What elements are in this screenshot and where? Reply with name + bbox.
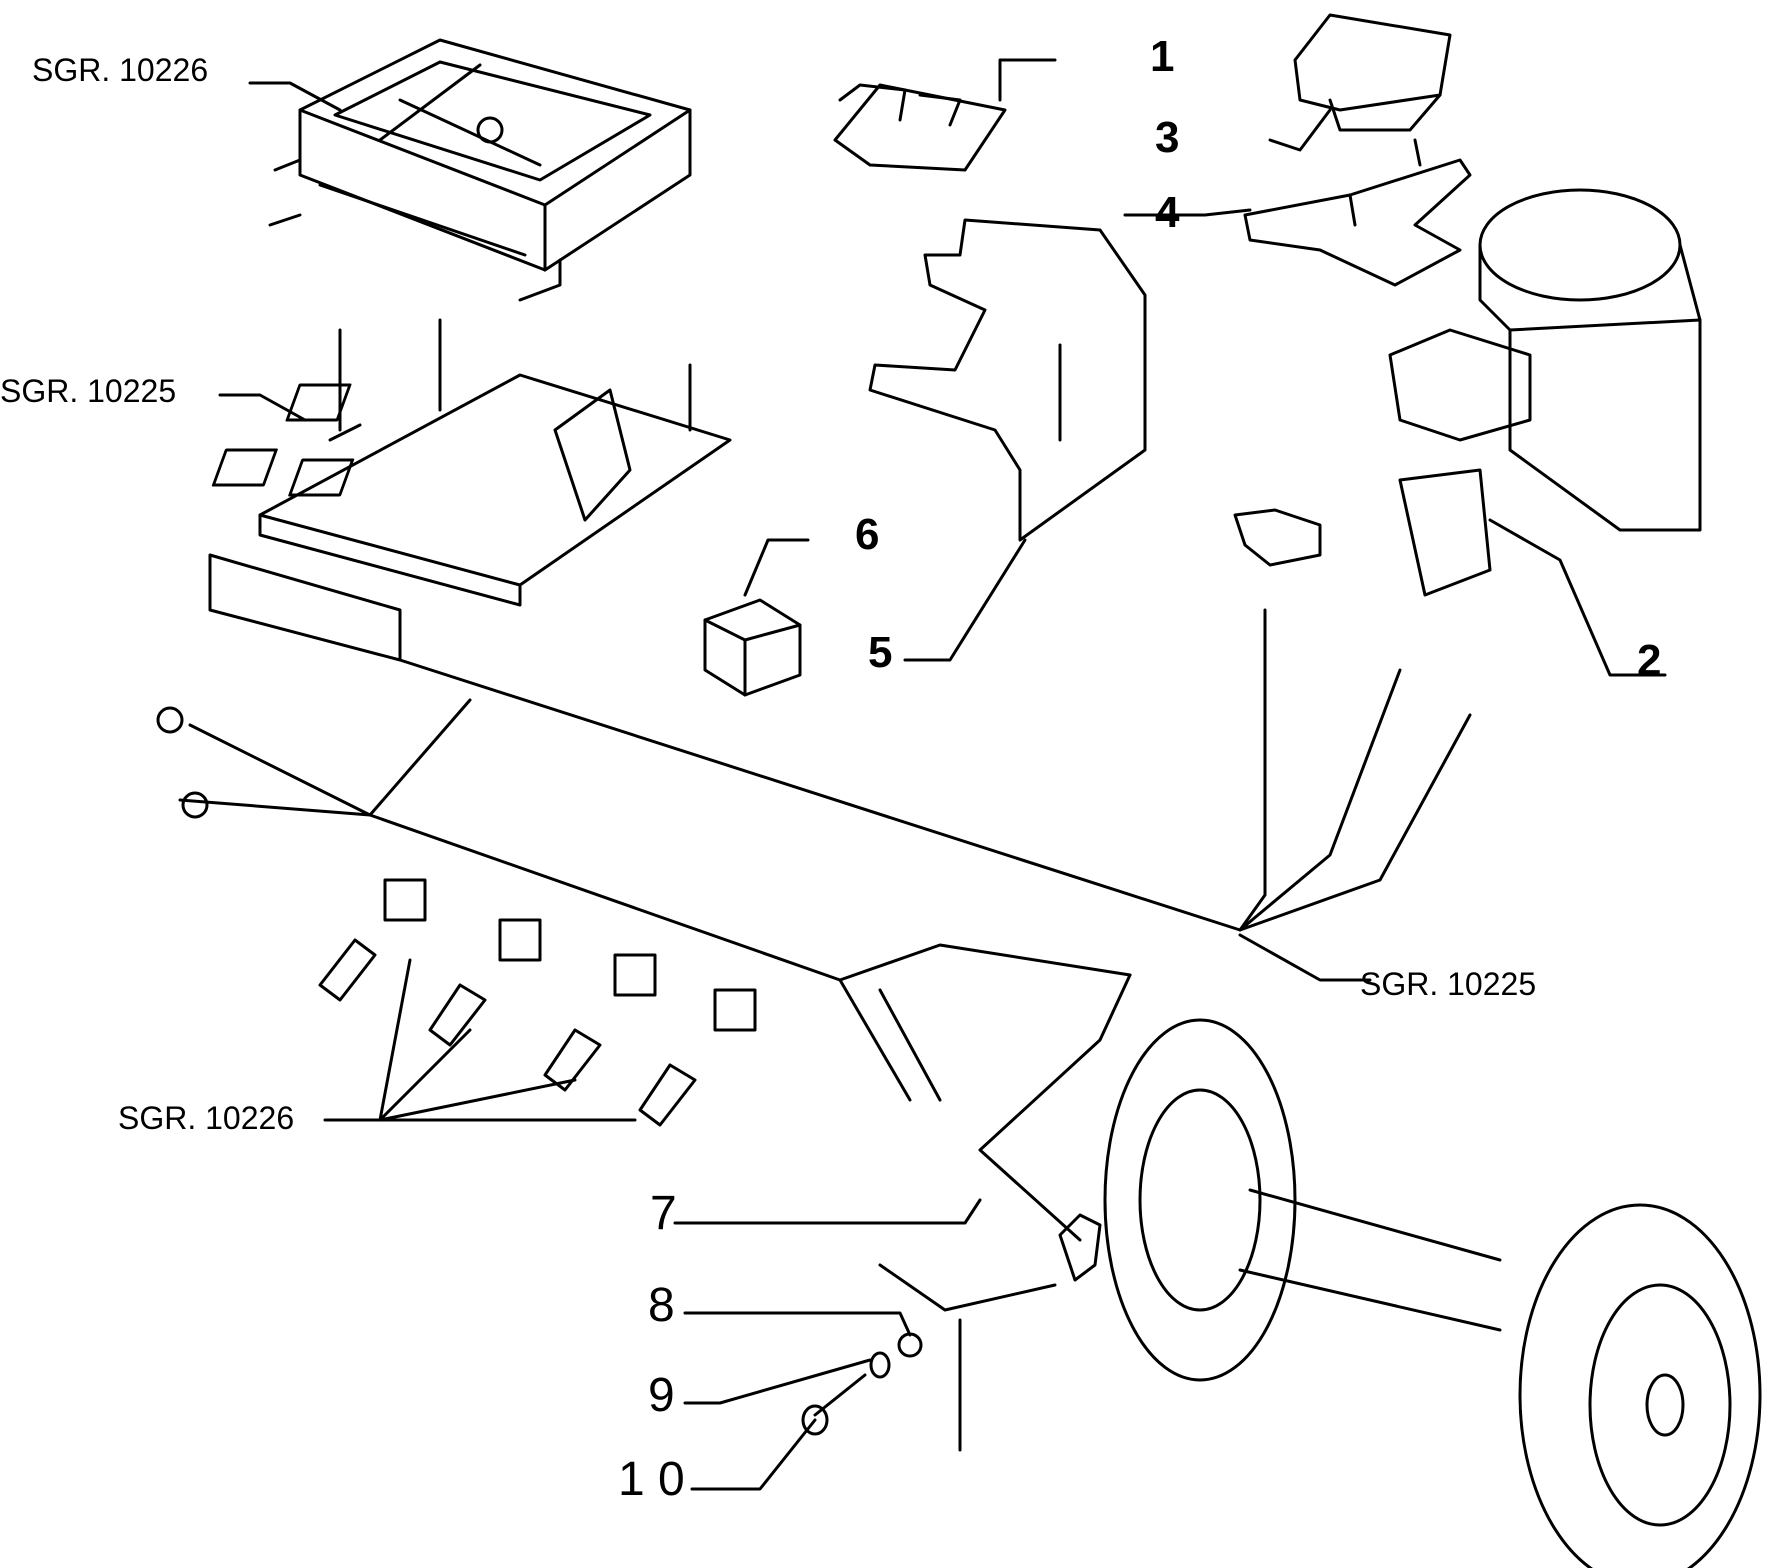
bracket-5 — [868, 218, 1147, 542]
crankshaft-pulley — [1103, 1018, 1762, 1568]
ecu-tray — [211, 318, 732, 607]
control-module — [1293, 13, 1452, 132]
injectors — [318, 878, 757, 1127]
callout-6: 6 — [855, 510, 880, 559]
callout-7: 7 — [650, 1187, 677, 1240]
callout-10: 1 0 — [618, 1453, 685, 1506]
callout-3: 3 — [1155, 113, 1180, 162]
fasteners — [801, 1332, 923, 1436]
speed-sensor — [1058, 1213, 1102, 1282]
callout-2: 2 — [1637, 636, 1662, 685]
callout-8: 8 — [648, 1279, 675, 1332]
ecu-unit — [268, 38, 692, 302]
wiring-harness — [156, 508, 1472, 1242]
leader-lines — [218, 58, 1667, 1491]
callout-4: 4 — [1155, 188, 1180, 237]
reference-label-harness: SGR. 10225 — [1360, 966, 1537, 1002]
callout-5: 5 — [868, 628, 893, 677]
relay — [703, 598, 802, 697]
bracket-4 — [1243, 138, 1472, 287]
callout-1: 1 — [1150, 32, 1175, 81]
reference-label-ecu: SGR. 10226 — [32, 52, 209, 88]
reference-label-tray: SGR. 10225 — [0, 373, 177, 409]
distributor — [1388, 188, 1702, 597]
ignition-coil — [833, 83, 1007, 172]
reference-label-injectors: SGR. 10226 — [118, 1100, 295, 1136]
callout-9: 9 — [648, 1369, 675, 1422]
